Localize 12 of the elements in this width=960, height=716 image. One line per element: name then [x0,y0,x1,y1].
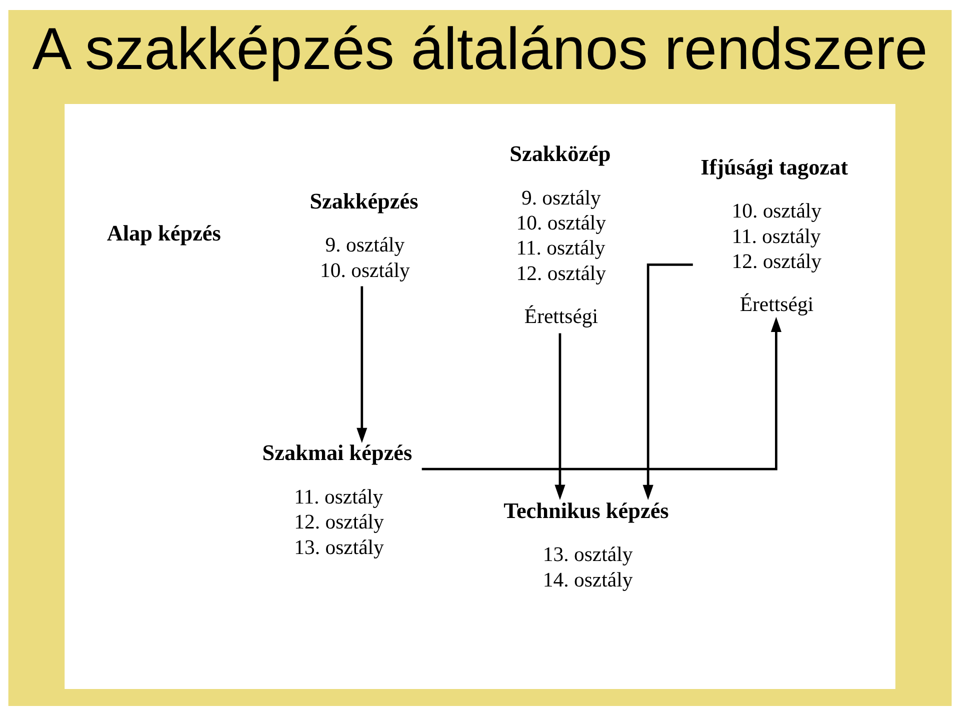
cluster [64,104,896,689]
arrow [422,316,782,470]
diagram-title: A szakképzés általános rendszere [32,15,928,82]
arrow [356,286,368,443]
node-text: Szakközép 9. osztály 10. osztály 11. osztály 12. osztály Érettségi [510,141,611,328]
node-text: Szakképzés 9. osztály 10. osztály [310,188,418,282]
node-text: Ifjúsági tagozat 10. osztály 11. osztály 12. osztály Érettségi [700,154,848,316]
node-text: Technikus képzés 13. osztály 14. osztály [504,498,669,592]
arrow [642,264,693,500]
arrow [554,333,566,500]
node-text: Szakmai képzés 11. osztály 12. osztály 13. osztály [262,440,412,559]
label: Alap képzés [106,220,221,246]
